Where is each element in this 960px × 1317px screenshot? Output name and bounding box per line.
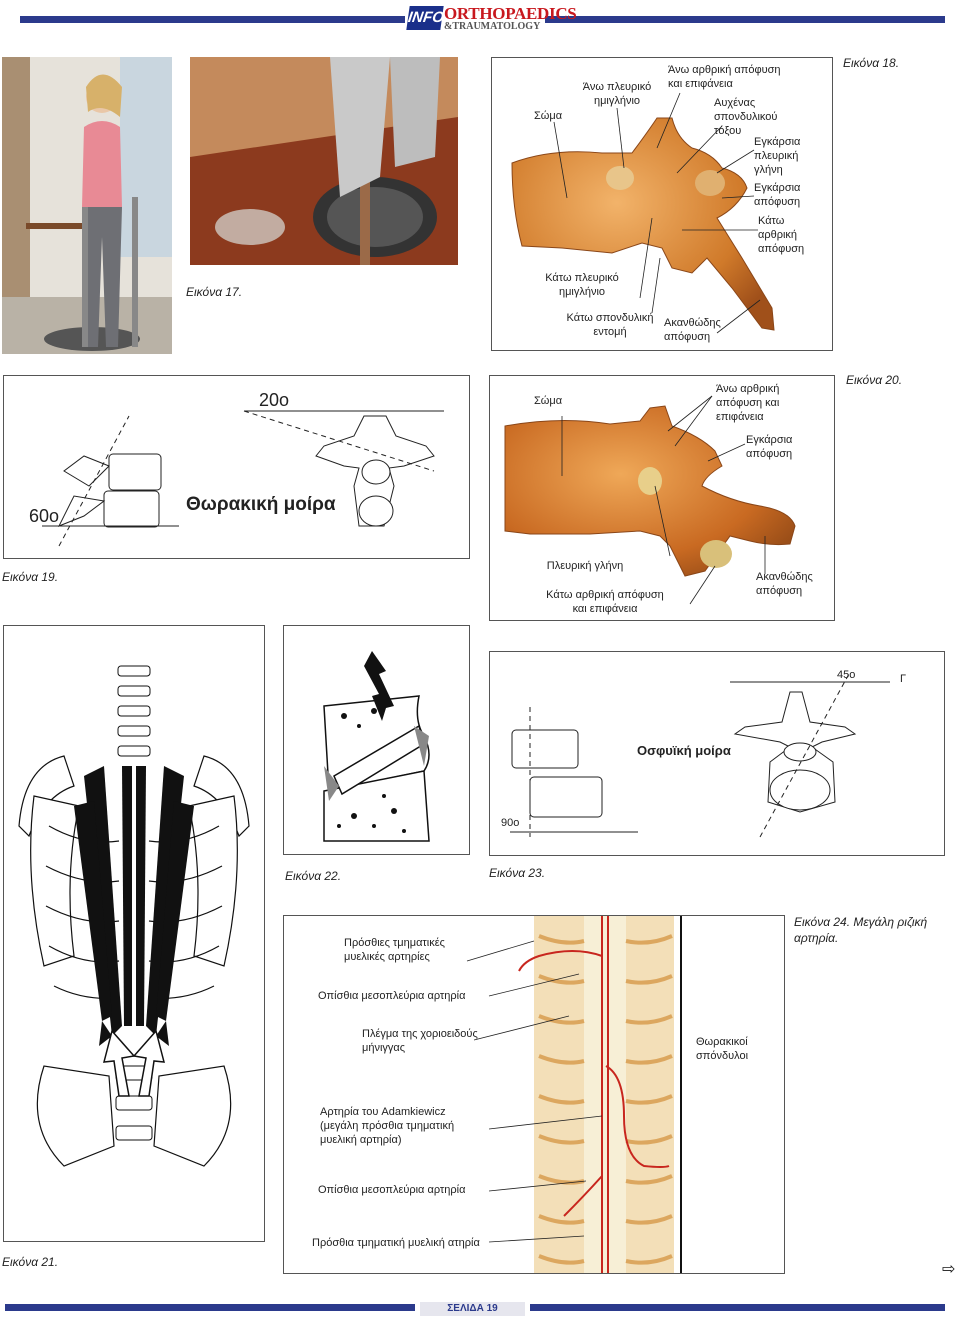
fig20-caption: Εικόνα 20. [846, 373, 903, 387]
fig17-photo-woman [2, 57, 172, 354]
fig20-label-lower-articular: Κάτω αρθρική απόφυση και επιφάνεια [546, 589, 664, 615]
fig18-label-transverse: Εγκάρσια απόφυση [754, 182, 801, 208]
fig18-label-body: Σώμα [534, 110, 563, 122]
fig19-title: Θωρακική μοίρα [186, 494, 336, 515]
page-number: ΣΕΛΙΔΑ 19 [420, 1302, 525, 1316]
fig23-box: 45ο Γ Οσφυϊκή μοίρα 90ο [489, 651, 945, 856]
fig17-photo-feet [190, 57, 458, 265]
fig24-label-anterior-segmental: Πρόσθιες τμηματικές μυελικές αρτηρίες [344, 937, 445, 963]
fig18-vertebra-illustration [511, 117, 775, 331]
next-page-arrow[interactable]: ⇨ [942, 1261, 956, 1278]
logo-orthopaedics: ORTHOPAEDICS [444, 4, 577, 23]
fig20-label-body: Σώμα [534, 395, 563, 407]
fig20-label-transverse: Εγκάρσια απόφυση [746, 434, 793, 460]
logo-traumatology: &TRAUMATOLOGY [444, 21, 541, 32]
fig19-box: 20ο 60ο Θωρακική μοίρα [3, 375, 470, 559]
fig18-label-lower-articular: Κάτω αρθρική απόφυση [758, 215, 805, 255]
fig24-label-posterior-intercostal-2: Οπίσθια μεσοπλεύρια αρτηρία [318, 1184, 466, 1196]
logo-info: INFO [406, 6, 445, 30]
fig18-box: Σώμα Άνω πλευρικό ημιγλήνιο Άνω αρθρική … [491, 57, 833, 351]
fig20-label-upper-articular: Άνω αρθρική απόφυση και επιφάνεια [716, 383, 780, 423]
fig19-angle-60: 60ο [29, 506, 60, 526]
fig18-label-transverse-costal: Εγκάρσια πλευρική γλήνη [754, 136, 801, 176]
fig24-caption-text: Μεγάλη ριζική αρτηρία. [794, 915, 928, 945]
fig23-angle-90: 90ο [501, 817, 520, 829]
fig23-angle-45: 45ο [837, 669, 856, 681]
journal-logo: INFO ORTHOPAEDICS &TRAUMATOLOGY [406, 4, 577, 32]
fig24-label-choroid-plexus: Πλέγμα της χοριοειδούς μήνιγγας [362, 1028, 478, 1054]
fig24-label-thoracic-vertebrae: Θωρακικοί σπόνδυλοι [696, 1036, 749, 1062]
fig23-edge-label: Γ [900, 673, 907, 685]
fig18-label-pedicle: Αυχένας σπονδυλικού τόξου [714, 97, 778, 137]
fig22-disc-injury-illustration [323, 651, 430, 842]
fig24-label-anterior-segmental-2: Πρόσθια τμηματική μυελική ατηρία [312, 1237, 480, 1249]
fig20-label-spinous: Ακανθώδης απόφυση [756, 571, 813, 597]
fig18-caption: Εικόνα 18. [843, 56, 900, 70]
fig23-caption: Εικόνα 23. [489, 866, 546, 880]
fig23-title: Οσφυϊκή μοίρα [637, 743, 731, 758]
fig21-caption: Εικόνα 21. [2, 1255, 59, 1269]
fig21-back-muscles-illustration [18, 665, 250, 1167]
header-bar-left [20, 16, 405, 23]
fig24-caption-num: Εικόνα 24. [794, 915, 851, 929]
fig20-box: Σώμα Άνω αρθρική απόφυση και επιφάνεια Ε… [489, 375, 835, 621]
fig19-caption: Εικόνα 19. [2, 570, 59, 584]
footer-bar-right [530, 1304, 945, 1311]
fig18-label-lower-notch: Κάτω σπονδυλική εντομή [566, 312, 654, 338]
fig18-label-lower-costal-hemifacet: Κάτω πλευρικό ημιγλήνιο [545, 272, 619, 298]
fig24-spinal-artery-illustration [466, 916, 682, 1273]
fig20-label-costal-facet: Πλευρική γλήνη [546, 560, 624, 572]
fig18-label-spinous: Ακανθώδης απόφυση [664, 317, 721, 343]
fig22-box [283, 625, 470, 855]
fig19-thoracic-diagram [42, 410, 444, 547]
footer-bar-left [5, 1304, 415, 1311]
fig20-vertebra-illustration [504, 395, 796, 605]
fig19-angle-20: 20ο [259, 390, 290, 410]
fig23-lumbar-diagram [510, 671, 890, 838]
fig24-label-adamkiewicz: Αρτηρία του Adamkiewicz (μεγάλη πρόσθια … [320, 1106, 455, 1146]
fig21-box [3, 625, 265, 1242]
fig17-caption: Εικόνα 17. [186, 285, 243, 299]
fig24-label-posterior-intercostal-1: Οπίσθια μεσοπλεύρια αρτηρία [318, 990, 466, 1002]
fig18-label-upper-articular: Άνω αρθρική απόφυση και επιφάνεια [668, 64, 781, 90]
header-bar-right [545, 16, 945, 23]
fig18-label-upper-costal-hemifacet: Άνω πλευρικό ημιγλήνιο [582, 81, 652, 107]
fig24-box: Πρόσθιες τμηματικές μυελικές αρτηρίες Οπ… [283, 915, 785, 1274]
fig18-leader-lines [553, 92, 761, 334]
fig24-caption: Εικόνα 24. Μεγάλη ριζική αρτηρία. [794, 914, 949, 946]
fig22-caption: Εικόνα 22. [285, 869, 342, 883]
